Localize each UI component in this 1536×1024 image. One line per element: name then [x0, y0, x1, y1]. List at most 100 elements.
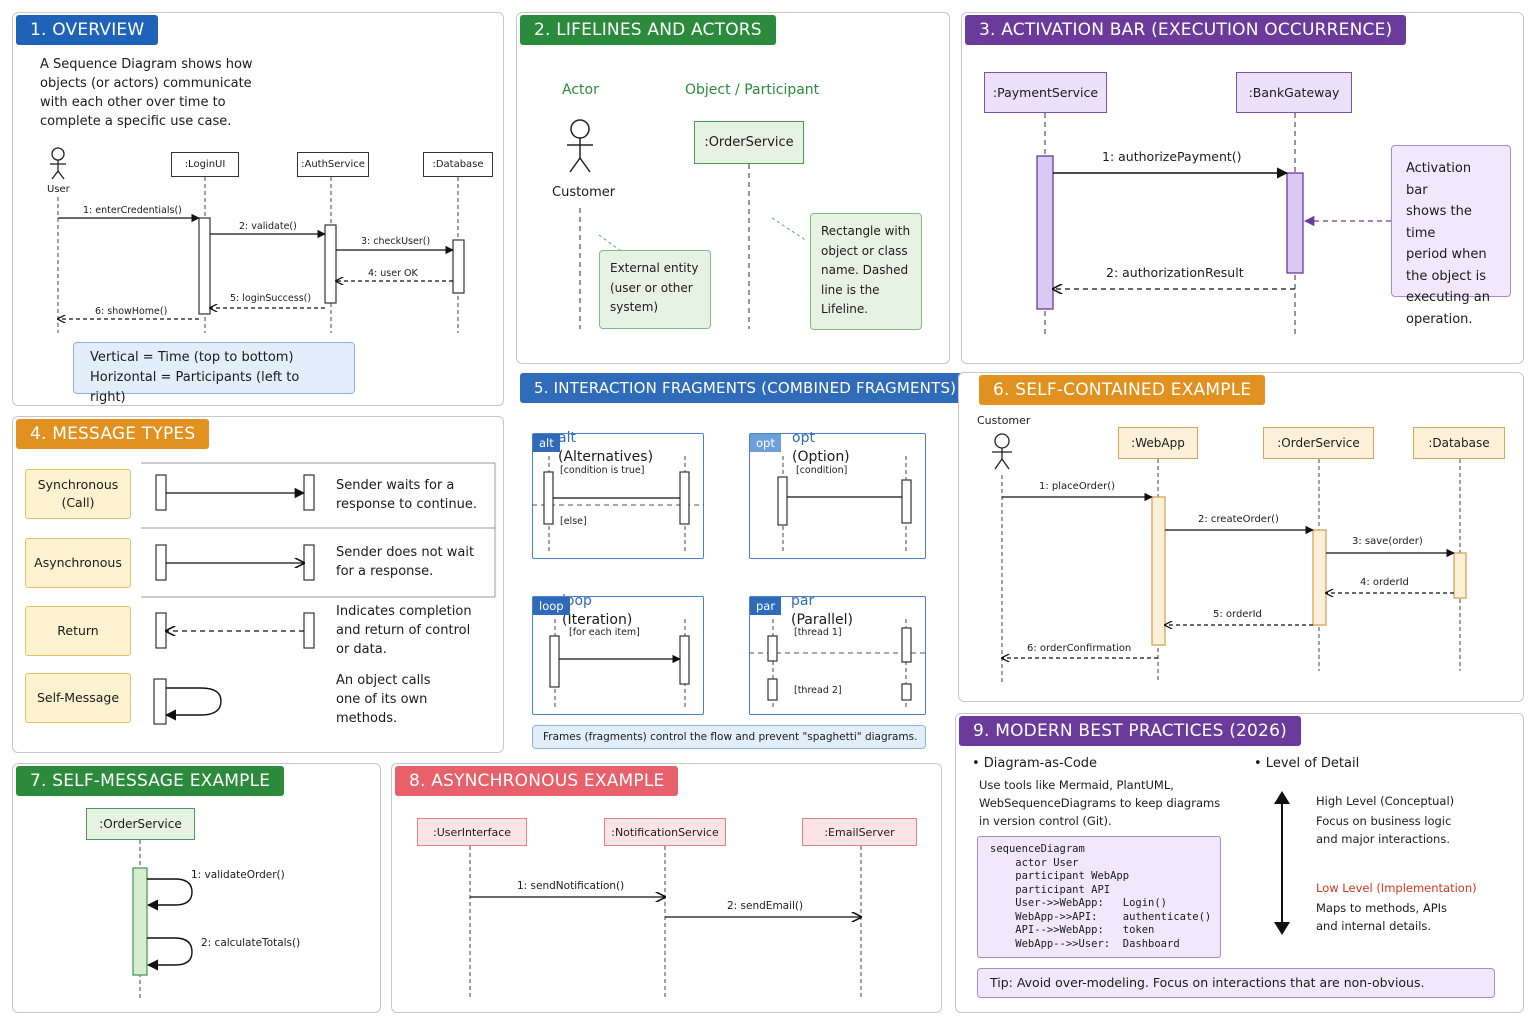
msg-label: 2: validate()	[239, 221, 297, 232]
lifelines-panel: 2. LIFELINES AND ACTORS Actor Object / P…	[516, 12, 950, 364]
mtype-desc: An object calls one of its own methods.	[336, 673, 431, 726]
participant-notificationservice: :NotificationService	[604, 818, 726, 846]
msg-label: 3: checkUser()	[361, 236, 431, 247]
example-actor-label: Customer	[977, 414, 1031, 427]
example-header: 6. SELF-CONTAINED EXAMPLE	[979, 375, 1266, 405]
fragment-desc: (Alternatives)	[558, 449, 654, 465]
msg-label: 1: placeOrder()	[1039, 481, 1116, 492]
self-message-panel: 7. SELF-MESSAGE EXAMPLE :OrderService 1:…	[12, 763, 381, 1013]
loop-tag: loop	[533, 597, 570, 615]
overview-panel: 1. OVERVIEW A Sequence Diagram shows how…	[12, 12, 504, 406]
async-diagram	[469, 846, 943, 999]
msg-label: 1: validateOrder()	[191, 869, 285, 881]
message-types-diagram	[141, 462, 496, 725]
participant-orderservice: :OrderService	[86, 808, 195, 840]
participant-database: :Database	[1413, 427, 1505, 459]
fragment-keyword: opt	[792, 430, 815, 446]
fragment-desc: (Option)	[792, 449, 850, 465]
bullet-diagram-as-code: • Diagram-as-Code	[972, 756, 1098, 771]
actor-note: External entity (user or other system)	[599, 250, 711, 329]
customer-actor-icon	[992, 433, 1012, 470]
msg-label: 5: loginSuccess()	[230, 293, 312, 304]
customer-actor-icon	[567, 119, 593, 173]
activation-header: 3. ACTIVATION BAR (EXECUTION OCCURRENCE)	[965, 15, 1407, 45]
high-level-text: Focus on business logic and major intera…	[1316, 814, 1452, 846]
participant-userinterface: :UserInterface	[417, 818, 527, 846]
overview-note: Vertical = Time (top to bottom) Horizont…	[73, 342, 355, 405]
object-note: Rectangle with object or class name. Das…	[810, 213, 922, 330]
fragment-title-alt: alt (Alternatives)	[558, 410, 653, 467]
par-frame: par [thread 1] [thread 2]	[749, 596, 926, 715]
example-diagram	[992, 433, 1467, 683]
participant-emailserver: :EmailServer	[802, 818, 917, 846]
bullet-level-of-detail: • Level of Detail	[1254, 756, 1360, 771]
best-practices-panel: 9. MODERN BEST PRACTICES (2026) • Diagra…	[955, 713, 1524, 1013]
participant-database: :Database	[423, 152, 493, 177]
participant-authservice: :AuthService	[297, 152, 369, 177]
activation-panel: 3. ACTIVATION BAR (EXECUTION OCCURRENCE)…	[961, 12, 1524, 364]
diagram-as-code-text: Use tools like Mermaid, PlantUML, WebSeq…	[979, 778, 1221, 828]
opt-guard: [condition]	[796, 465, 848, 476]
overview-diagram	[50, 147, 465, 333]
fragments-footer: Frames (fragments) control the flow and …	[532, 725, 926, 749]
self-message-diagram	[132, 840, 193, 999]
msg-label: 5: orderId	[1213, 609, 1262, 620]
fragment-title-opt: opt (Option)	[792, 410, 850, 467]
participant-loginui: :LoginUI	[171, 152, 239, 177]
activation-diagram	[1036, 113, 1391, 335]
fragment-keyword: alt	[558, 430, 576, 446]
alt-guard-2: [else]	[560, 516, 587, 527]
fragment-desc: (Parallel)	[791, 612, 853, 628]
msg-label: 4: orderId	[1360, 577, 1409, 588]
fragments-diagram	[532, 456, 926, 710]
overview-text: A Sequence Diagram shows how objects (or…	[40, 57, 253, 129]
lifelines-header: 2. LIFELINES AND ACTORS	[520, 15, 776, 45]
mtype-asynchronous: Asynchronous	[25, 538, 131, 588]
par-guard-2: [thread 2]	[794, 685, 842, 696]
msg-label: 4: user OK	[368, 268, 418, 279]
detail-scale-diagram	[1274, 791, 1290, 935]
overview-header: 1. OVERVIEW	[16, 15, 159, 45]
msg-label: 1: authorizePayment()	[1102, 149, 1242, 164]
mtype-synchronous: Synchronous (Call)	[25, 469, 131, 519]
low-level-title: Low Level (Implementation)	[1316, 881, 1477, 895]
participant-bankgateway: :BankGateway	[1236, 72, 1352, 113]
msg-label: 3: save(order)	[1352, 536, 1423, 547]
fragments-panel: 5. INTERACTION FRAGMENTS (COMBINED FRAGM…	[516, 372, 971, 753]
msg-label: 1: sendNotification()	[517, 880, 625, 892]
low-level-text: Maps to methods, APIs and internal detai…	[1316, 901, 1448, 933]
object-title: Object / Participant	[685, 82, 820, 98]
tip-box: Tip: Avoid over-modeling. Focus on inter…	[977, 968, 1495, 998]
code-sample: sequenceDiagram actor User participant W…	[990, 843, 1212, 950]
loop-guard: [for each item]	[569, 627, 640, 638]
alt-tag: alt	[533, 434, 560, 452]
user-actor-label: User	[47, 184, 70, 195]
message-types-panel: 4. MESSAGE TYPES Synchronous (Call) Asyn…	[12, 416, 504, 753]
msg-label: 2: calculateTotals()	[201, 937, 301, 949]
async-header: 8. ASYNCHRONOUS EXAMPLE	[395, 766, 679, 796]
msg-label: 1: enterCredentials()	[83, 205, 182, 216]
alt-frame: alt [condition is true] [else]	[532, 433, 704, 559]
fragments-header: 5. INTERACTION FRAGMENTS (COMBINED FRAGM…	[520, 373, 971, 403]
alt-guard-1: [condition is true]	[560, 465, 645, 476]
mtype-desc: Sender waits for a response to continue.	[336, 478, 478, 512]
mtype-desc: Sender does not wait for a response.	[336, 545, 475, 579]
mtype-desc: Indicates completion and return of contr…	[336, 604, 472, 657]
fragment-keyword: par	[791, 593, 815, 609]
example-panel: 6. SELF-CONTAINED EXAMPLE Customer :WebA…	[958, 372, 1524, 702]
async-panel: 8. ASYNCHRONOUS EXAMPLE :UserInterface :…	[391, 763, 942, 1013]
opt-frame: opt [condition]	[749, 433, 926, 559]
opt-tag: opt	[750, 434, 781, 452]
msg-label: 2: createOrder()	[1198, 514, 1279, 525]
par-guard-1: [thread 1]	[794, 627, 842, 638]
actor-title: Actor	[562, 82, 599, 98]
msg-label: 2: authorizationResult	[1106, 265, 1244, 280]
double-arrow-icon	[1274, 791, 1290, 935]
user-actor-icon	[50, 147, 66, 180]
message-types-header: 4. MESSAGE TYPES	[16, 419, 210, 449]
msg-label: 6: showHome()	[95, 306, 168, 317]
msg-label: 6: orderConfirmation	[1027, 643, 1132, 654]
code-sample-box: sequenceDiagram actor User participant W…	[977, 836, 1221, 958]
participant-webapp: :WebApp	[1118, 427, 1198, 459]
high-level-title: High Level (Conceptual)	[1316, 794, 1455, 808]
